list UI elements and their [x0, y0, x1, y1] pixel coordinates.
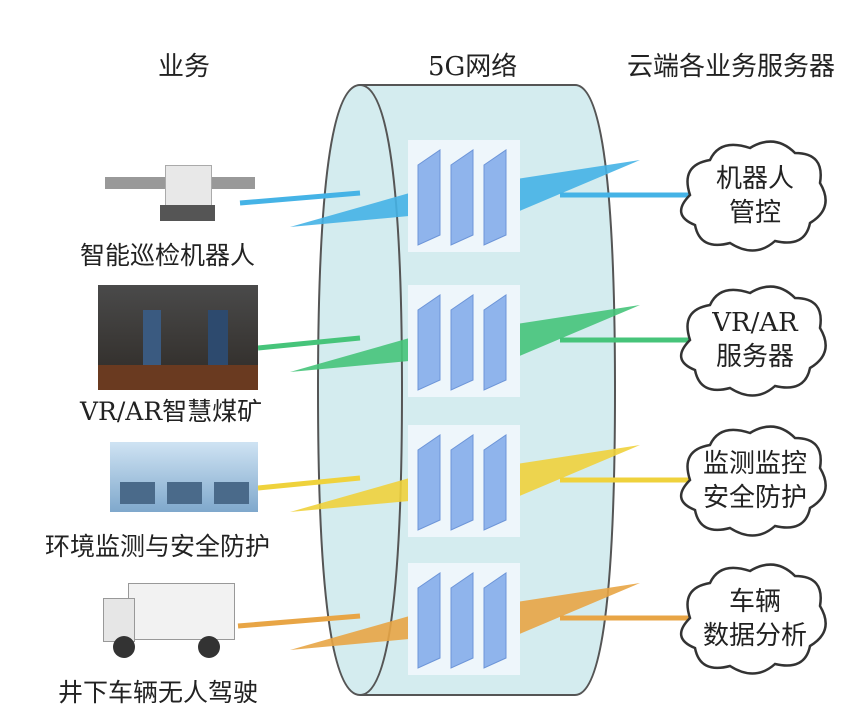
slice-band-right: [510, 583, 640, 638]
mine-workers-image: [98, 285, 258, 390]
link-line-left: [239, 190, 361, 206]
cloud-server-icon: [680, 563, 827, 675]
network-slice-icon: [417, 149, 441, 246]
header-business: 业务: [158, 52, 211, 82]
cloud-text-robot-control: 机器人管控: [715, 164, 794, 228]
network-slice-icon: [450, 294, 474, 391]
network-slice-icon: [450, 434, 474, 531]
label-inspection-robot: 智能巡检机器人: [80, 241, 256, 270]
cloud-text-safety: 监测监控安全防护: [702, 449, 807, 513]
header-5g-network: 5G网络: [428, 52, 518, 82]
network-slice-icon: [483, 572, 507, 669]
cloud-server-icon: [680, 285, 827, 397]
network-slice-icon: [483, 434, 507, 531]
slice-band-left: [290, 475, 420, 512]
label-vr-ar-mine: VR/AR智慧煤矿: [80, 397, 263, 426]
slice-band-left: [290, 335, 420, 372]
label-unmanned-vehicle: 井下车辆无人驾驶: [58, 678, 259, 707]
cloud-server-icon: [680, 425, 827, 537]
truck-image: [98, 578, 238, 663]
slice-band-left: [290, 190, 420, 227]
slice-band-right: [510, 445, 640, 500]
cylinder-front-edge: [359, 84, 404, 696]
network-slice-icon: [483, 149, 507, 246]
cloud-server-icon: [680, 140, 827, 252]
network-slice-icon: [450, 149, 474, 246]
cloud-text-vehicle-data: 车辆数据分析: [702, 587, 807, 651]
network-slice-icon: [450, 572, 474, 669]
link-line-left: [257, 335, 361, 351]
network-slice-icon: [417, 434, 441, 531]
slice-band-right: [510, 305, 640, 360]
link-line-left: [237, 613, 361, 629]
network-slice-icon: [417, 294, 441, 391]
header-cloud-servers: 云端各业务服务器: [627, 52, 836, 82]
robot-image: [105, 165, 255, 225]
slice-band-right: [510, 160, 640, 215]
network-slice-icon: [483, 294, 507, 391]
slice-band-left: [290, 613, 420, 650]
link-line-left: [257, 475, 361, 491]
label-environment-monitoring: 环境监测与安全防护: [45, 532, 271, 561]
network-slice-icon: [417, 572, 441, 669]
monitoring-screens-image: [110, 442, 258, 512]
